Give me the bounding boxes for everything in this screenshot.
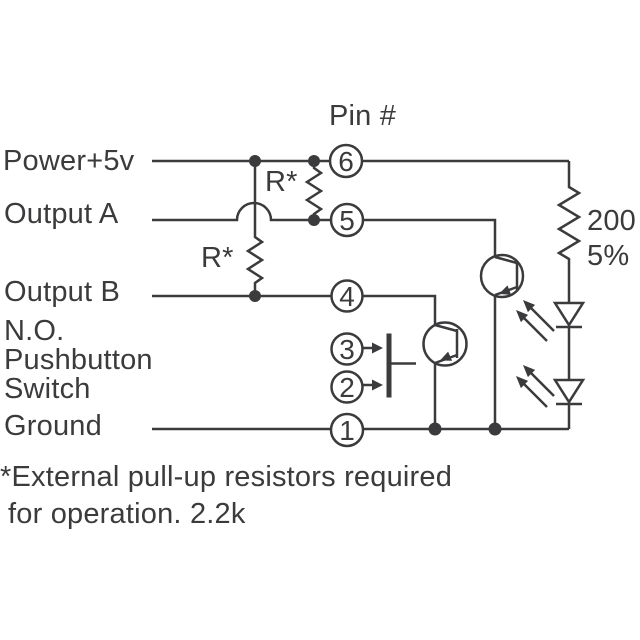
led-resistor-tolerance-label: 5% — [587, 240, 630, 272]
output-b-label: Output B — [4, 276, 121, 308]
pin-1-number: 1 — [339, 415, 355, 446]
pin-5-number: 5 — [339, 205, 355, 236]
pullup-resistor-a-label: R* — [265, 166, 298, 198]
pin-6-number: 6 — [338, 146, 354, 177]
output-b-wire — [152, 294, 437, 325]
ground-label: Ground — [4, 410, 102, 442]
pin-5-marker: 5 — [329, 202, 365, 238]
footnote-line1: *External pull-up resistors required — [0, 461, 453, 493]
junction-dots — [249, 155, 502, 436]
pushbutton-label-line2: Pushbutton — [4, 344, 153, 376]
led-1-symbol — [552, 301, 586, 380]
pin2-contact-arrow — [363, 379, 383, 391]
pullup-resistor-b-label: R* — [201, 242, 234, 274]
led-resistor-symbol — [556, 161, 582, 303]
pin-3-marker: 3 — [330, 332, 364, 366]
pin-6-marker: 6 — [328, 143, 364, 179]
pin-3-number: 3 — [339, 334, 355, 365]
footnote-line2: for operation. 2.2k — [8, 498, 246, 530]
pushbutton-symbol — [386, 333, 416, 398]
phototransistor-a-symbol — [479, 253, 525, 429]
pin3-contact-arrow — [363, 342, 383, 354]
pin-4-number: 4 — [339, 281, 355, 312]
phototransistor-b-symbol — [422, 321, 468, 429]
led-2-symbol — [552, 378, 586, 429]
pin-4-marker: 4 — [330, 279, 364, 313]
pin-1-marker: 1 — [329, 412, 365, 448]
led-resistor-value-label: 200 — [587, 205, 636, 237]
light-arrows-led1 — [516, 300, 555, 342]
power-label: Power+5v — [3, 145, 135, 177]
pin-2-marker: 2 — [330, 370, 364, 404]
pin-header-label: Pin # — [329, 100, 397, 132]
output-a-label: Output A — [4, 198, 119, 230]
light-arrows-led2 — [516, 365, 555, 408]
pushbutton-label-line3: Switch — [4, 373, 91, 405]
pullup-resistor-a-symbol — [304, 161, 324, 220]
pushbutton-label-line1: N.O. — [4, 315, 65, 347]
pullup-resistor-b-symbol — [245, 161, 265, 296]
pin-2-number: 2 — [339, 372, 355, 403]
